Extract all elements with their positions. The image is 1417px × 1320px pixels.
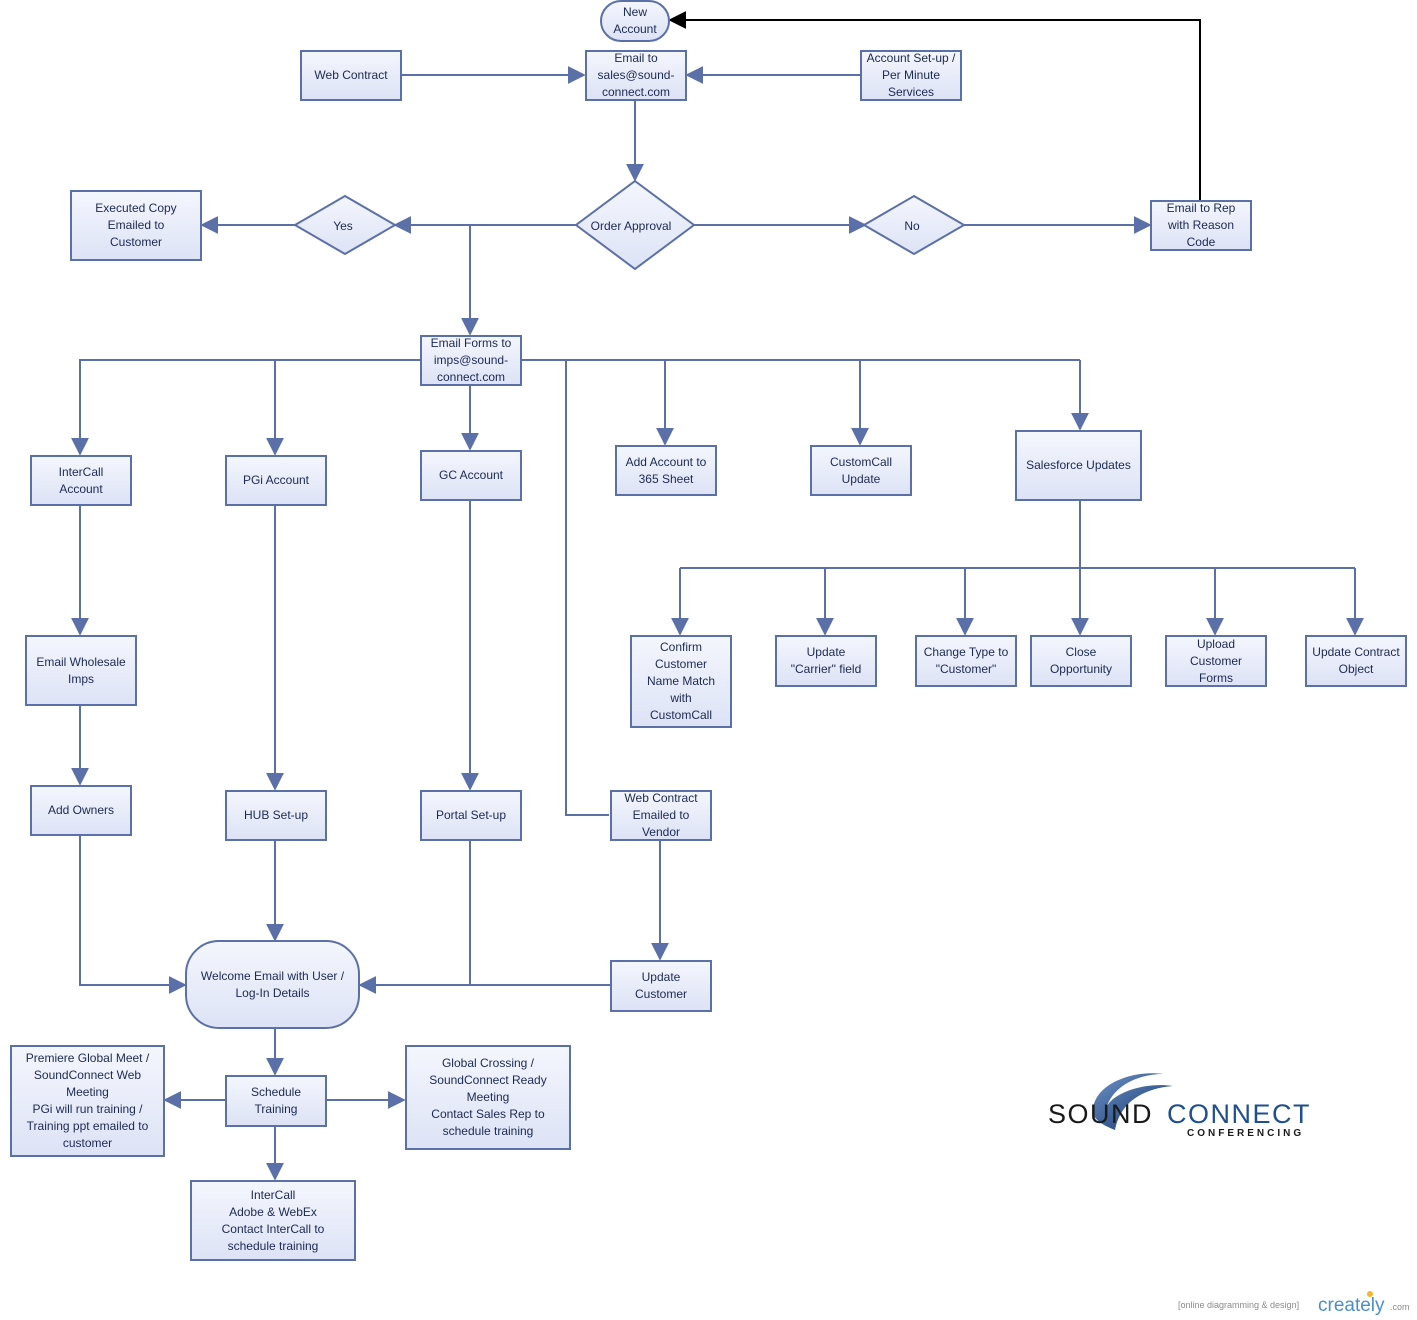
decision-yes-label: Yes <box>333 219 353 233</box>
decision-no-diamond <box>862 194 966 256</box>
node-gc-account[interactable]: GC Account <box>420 450 522 501</box>
logo-swoosh-icon <box>1092 1073 1173 1130</box>
decision-order-approval-diamond <box>574 179 696 271</box>
node-email-forms[interactable]: Email Forms to imps@sound- connect.com <box>420 335 522 386</box>
creately-suffix: .com <box>1390 1302 1410 1312</box>
node-update-customer[interactable]: Update Customer <box>610 960 712 1012</box>
node-web-contract[interactable]: Web Contract <box>300 50 402 101</box>
node-portal-setup[interactable]: Portal Set-up <box>420 790 522 841</box>
node-email-sales[interactable]: Email to sales@sound- connect.com <box>585 50 687 101</box>
connector-owners-welcome <box>79 836 187 994</box>
decision-no-label: No <box>904 219 920 233</box>
node-intercall-account[interactable]: InterCall Account <box>30 455 132 506</box>
node-customcall-update[interactable]: CustomCall Update <box>810 445 912 496</box>
node-change-type[interactable]: Change Type to "Customer" <box>915 635 1017 687</box>
connector-to-intercall <box>71 359 420 456</box>
connector-to-webcontractvendor <box>565 360 609 816</box>
node-update-carrier[interactable]: Update "Carrier" field <box>775 635 877 687</box>
decision-order-approval-label: Order Approval <box>590 219 672 233</box>
sun-icon <box>1367 1291 1373 1297</box>
decision-yes-diamond <box>293 194 397 256</box>
logo-brand-sound: SOUND <box>1048 1099 1153 1129</box>
node-add-owners[interactable]: Add Owners <box>30 785 132 836</box>
creately-tagline: [online diagramming & design] <box>1178 1300 1299 1310</box>
node-pgi-account[interactable]: PGi Account <box>225 455 327 506</box>
node-premiere[interactable]: Premiere Global Meet / SoundConnect Web … <box>10 1045 165 1157</box>
node-update-contract[interactable]: Update Contract Object <box>1305 635 1407 687</box>
node-salesforce-updates[interactable]: Salesforce Updates <box>1015 430 1142 501</box>
logo-tagline: CONFERENCING <box>1187 1128 1304 1139</box>
node-new-account[interactable]: New Account <box>600 0 670 42</box>
node-account-setup[interactable]: Account Set-up / Per Minute Services <box>860 50 962 101</box>
creately-brand: creately <box>1318 1295 1385 1316</box>
creately-badge[interactable]: [online diagramming & design] creately .… <box>1178 1290 1414 1316</box>
node-confirm-name[interactable]: Confirm Customer Name Match with CustomC… <box>630 635 732 728</box>
node-executed-copy[interactable]: Executed Copy Emailed to Customer <box>70 190 202 261</box>
node-welcome-email[interactable]: Welcome Email with User / Log-In Details <box>185 940 360 1029</box>
node-email-rep[interactable]: Email to Rep with Reason Code <box>1150 200 1252 251</box>
node-close-opportunity[interactable]: Close Opportunity <box>1030 635 1132 687</box>
logo-brand-connect: CONNECT <box>1167 1099 1311 1129</box>
node-upload-forms[interactable]: Upload Customer Forms <box>1165 635 1267 687</box>
node-hub-setup[interactable]: HUB Set-up <box>225 790 327 841</box>
node-global-crossing[interactable]: Global Crossing / SoundConnect Ready Mee… <box>405 1045 571 1150</box>
node-add-365[interactable]: Add Account to 365 Sheet <box>615 445 717 496</box>
connector-emailrep-newaccount <box>668 11 1201 200</box>
node-intercall-training[interactable]: InterCall Adobe & WebEx Contact InterCal… <box>190 1180 356 1261</box>
soundconnect-logo: SOUND CONNECT CONFERENCING <box>1048 1073 1311 1139</box>
node-email-wholesale[interactable]: Email Wholesale Imps <box>25 635 137 706</box>
node-web-contract-vendor[interactable]: Web Contract Emailed to Vendor <box>610 790 712 841</box>
node-schedule-training[interactable]: Schedule Training <box>225 1075 327 1127</box>
